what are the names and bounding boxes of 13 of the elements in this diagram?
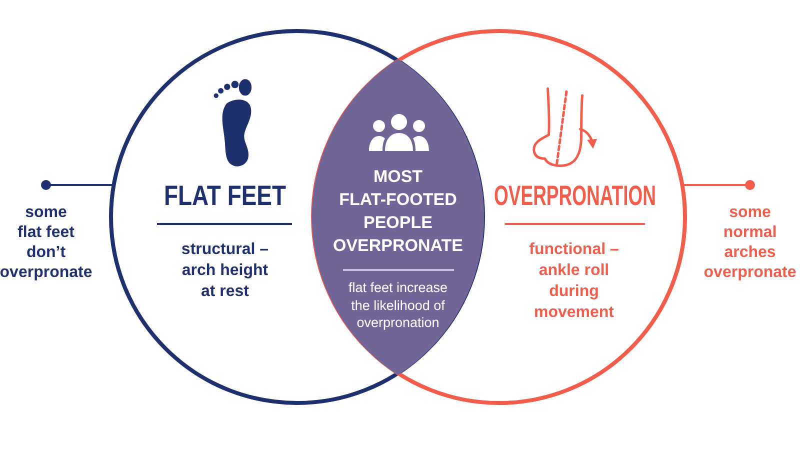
leader-line <box>683 180 755 190</box>
set-title: FLAT FEET <box>164 180 286 212</box>
note-text: some flat feet don’t overpronate <box>0 203 92 283</box>
leader-line <box>41 180 113 190</box>
set-title: OVERPRONATION <box>494 180 656 212</box>
venn-circle <box>311 29 687 405</box>
overlap-lens <box>311 59 485 375</box>
note-text: some normal arches overpronate <box>704 203 796 283</box>
set-description: functional – ankle roll during movement <box>529 240 619 323</box>
overlap-note: flat feet increase the likelihood of overpronation <box>348 279 448 332</box>
venn-circle <box>109 29 485 405</box>
overlap-title: MOST FLAT-FOOTED PEOPLE OVERPRONATE <box>332 166 464 257</box>
set-description: structural – arch height at rest <box>181 240 269 302</box>
